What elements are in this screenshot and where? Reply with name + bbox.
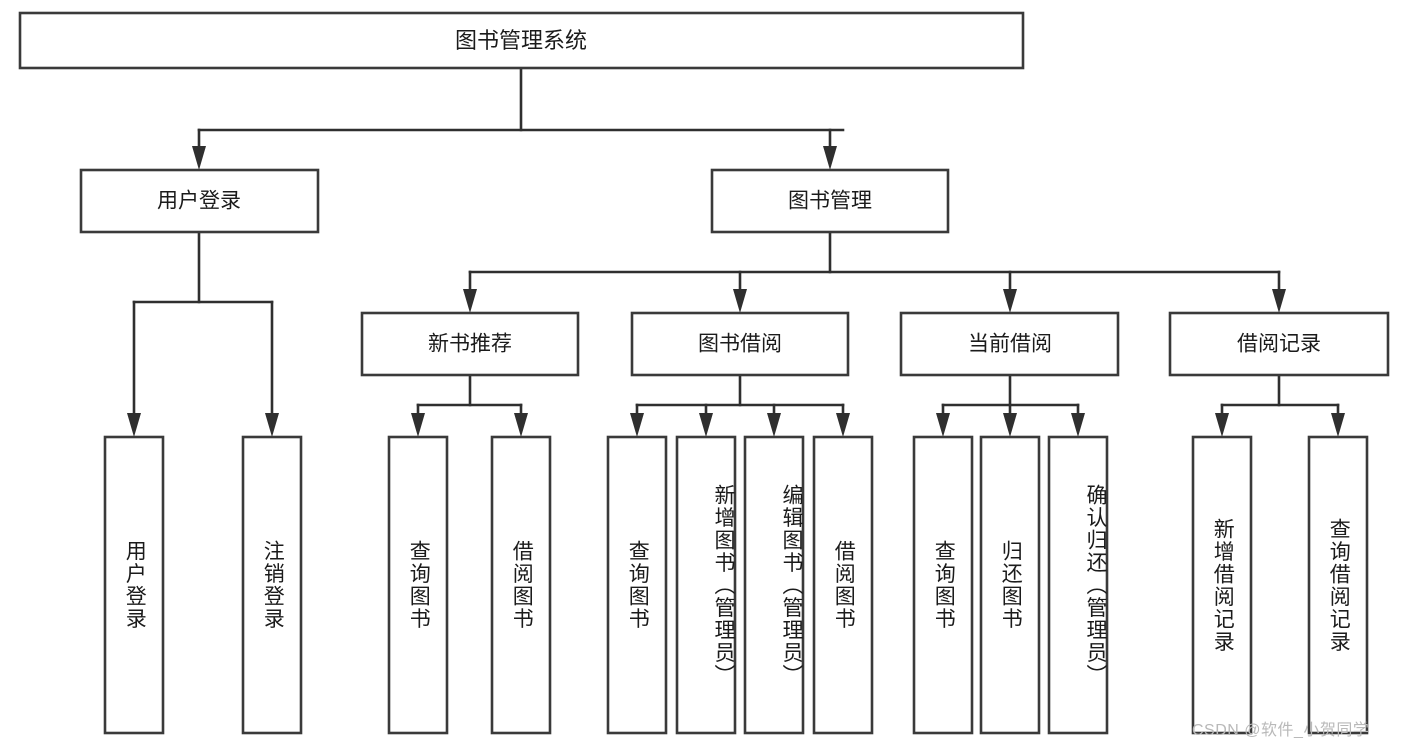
node-book-borrow-label: 图书借阅	[698, 333, 782, 356]
connector-group-new-book-recommend	[411, 373, 528, 437]
leaf-box-query-book-2[interactable]	[606, 435, 668, 735]
node-current-borrow-label: 当前借阅	[968, 333, 1052, 356]
arrowhead-book-manage	[823, 146, 837, 170]
arrowhead-leaf-user-login	[127, 413, 141, 437]
leaf-box-borrow-book-2[interactable]	[812, 435, 874, 735]
leaf-box-borrow-book-1[interactable]	[490, 435, 552, 735]
node-root[interactable]: 图书管理系统	[18, 11, 1025, 70]
leaf-box-add-record[interactable]	[1191, 435, 1253, 735]
arrowhead-leaf-add-record	[1215, 413, 1229, 437]
connector-group-book-borrow	[630, 373, 850, 437]
leaf-box-query-book-3[interactable]	[912, 435, 974, 735]
node-user-login-label: 用户登录	[157, 190, 241, 213]
arrowhead-leaf-user-logout	[265, 413, 279, 437]
arrowhead-leaf-borrow-book-1	[514, 413, 528, 437]
node-current-borrow[interactable]: 当前借阅	[899, 311, 1120, 377]
node-borrow-record-box[interactable]	[1168, 311, 1390, 377]
node-book-manage-label: 图书管理	[788, 190, 872, 213]
node-book-borrow[interactable]: 图书借阅	[630, 311, 850, 377]
node-new-book-recommend[interactable]: 新书推荐	[360, 311, 580, 377]
arrowhead-new-book-recommend	[463, 289, 477, 313]
node-user-login-box[interactable]	[79, 168, 320, 234]
leaf-box-return-book[interactable]	[979, 435, 1041, 735]
connector-group-book-manage	[463, 230, 1286, 313]
connector-group-current-borrow	[936, 373, 1085, 437]
leaf-box-group	[103, 435, 1369, 735]
connector-group-user-login	[127, 230, 279, 437]
node-root-label: 图书管理系统	[455, 28, 587, 53]
node-new-book-recommend-label: 新书推荐	[428, 333, 512, 356]
node-book-manage-box[interactable]	[710, 168, 950, 234]
arrowhead-leaf-edit-book	[767, 413, 781, 437]
node-book-manage[interactable]: 图书管理	[710, 168, 950, 234]
arrowhead-borrow-record	[1272, 289, 1286, 313]
leaf-box-query-record[interactable]	[1307, 435, 1369, 735]
arrowhead-leaf-return-book	[1003, 413, 1017, 437]
node-book-borrow-box[interactable]	[630, 311, 850, 377]
arrowhead-leaf-query-book-2	[630, 413, 644, 437]
leaf-box-query-book-1[interactable]	[387, 435, 449, 735]
arrowhead-current-borrow	[1003, 289, 1017, 313]
leaf-box-user-login[interactable]	[103, 435, 165, 735]
node-user-login[interactable]: 用户登录	[79, 168, 320, 234]
node-current-borrow-box[interactable]	[899, 311, 1120, 377]
leaf-box-user-logout[interactable]	[241, 435, 303, 735]
arrowhead-user-login	[192, 146, 206, 170]
leaf-box-edit-book[interactable]	[743, 435, 805, 735]
arrowhead-leaf-query-book-1	[411, 413, 425, 437]
connector-group-root	[192, 66, 845, 170]
arrowhead-leaf-borrow-book-2	[836, 413, 850, 437]
arrowhead-leaf-confirm-return	[1071, 413, 1085, 437]
arrowhead-leaf-query-book-3	[936, 413, 950, 437]
leaf-box-confirm-return[interactable]	[1047, 435, 1109, 735]
node-root-box[interactable]	[18, 11, 1025, 70]
node-new-book-recommend-box[interactable]	[360, 311, 580, 377]
arrowhead-book-borrow	[733, 289, 747, 313]
node-borrow-record-label: 借阅记录	[1237, 333, 1321, 356]
csdn-watermark: CSDN @软件_小贺同学	[1192, 722, 1370, 739]
connector-group-borrow-record	[1215, 373, 1345, 437]
arrowhead-leaf-query-record	[1331, 413, 1345, 437]
node-borrow-record[interactable]: 借阅记录	[1168, 311, 1390, 377]
arrowhead-leaf-add-book	[699, 413, 713, 437]
leaf-box-add-book[interactable]	[675, 435, 737, 735]
